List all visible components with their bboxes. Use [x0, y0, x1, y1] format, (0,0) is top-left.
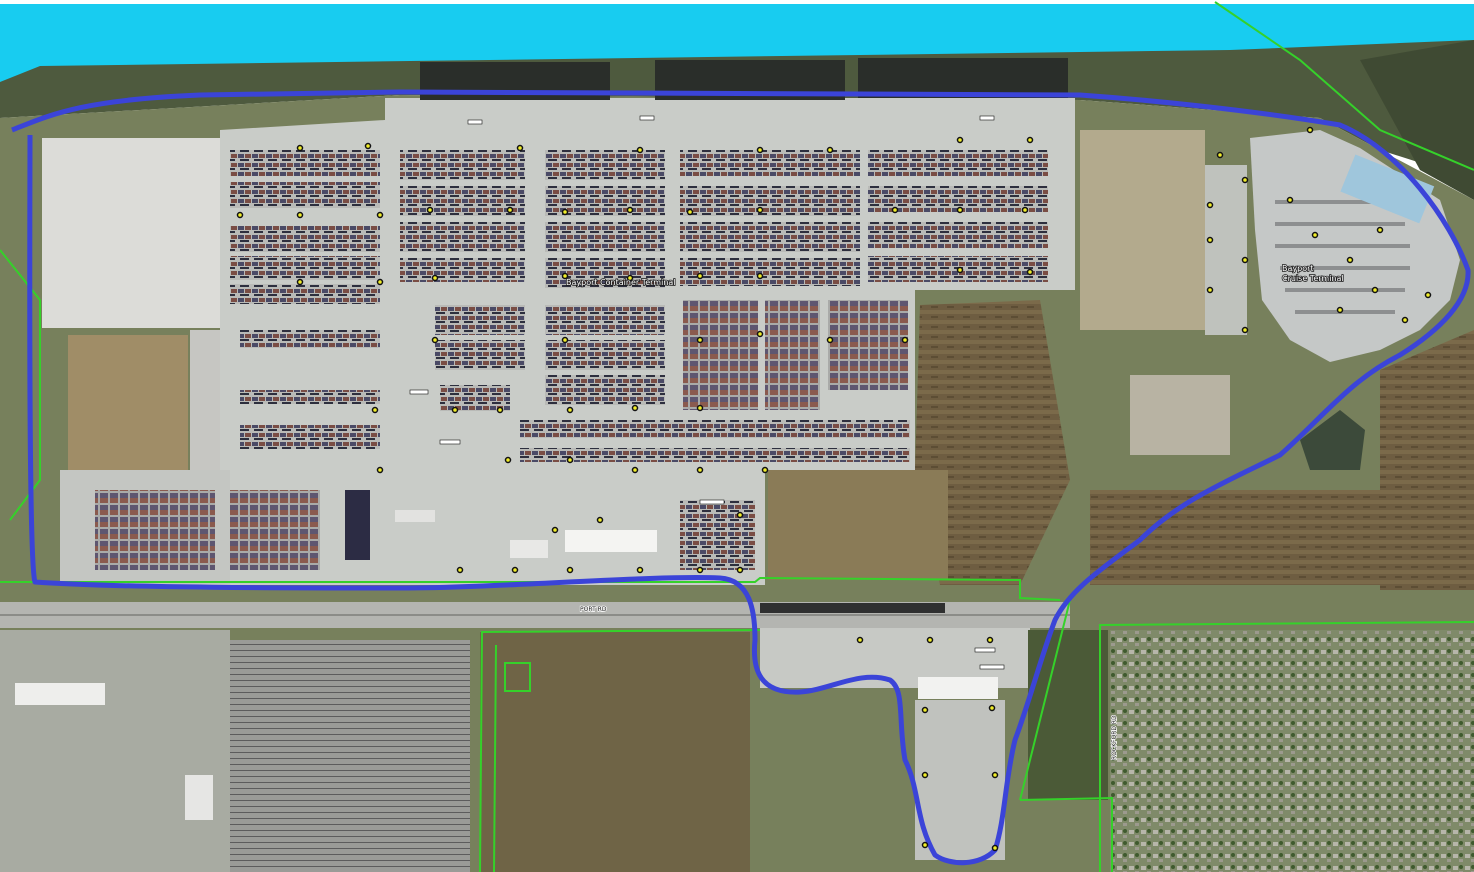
overpass-shadow [760, 603, 945, 613]
container-stacks [95, 150, 1048, 570]
marsh-south-east [1090, 490, 1390, 585]
marsh-far-east [1380, 330, 1474, 590]
west-dirt-area [68, 335, 188, 475]
industrial-building-1 [15, 683, 105, 705]
container-terminal-label: Bayport Container Terminal [566, 278, 676, 287]
white-frame [0, 0, 1474, 4]
small-map-annotations [409, 115, 1005, 670]
port-road-median [0, 614, 1070, 616]
west-gravel [190, 330, 220, 480]
asset-markers [236, 126, 1432, 852]
terminal-buildings [395, 510, 657, 558]
east-open-lot [1080, 130, 1205, 330]
rail-yard [230, 640, 470, 872]
cruise-terminal-building [1340, 154, 1435, 224]
cruise-parking-rows [1275, 200, 1410, 314]
cruise-terminal-label-line1: Bayport [1282, 264, 1314, 273]
side-road-label: ROCKFORD RD [1111, 715, 1118, 760]
south-field [480, 632, 750, 872]
cruise-staging-lot [1205, 165, 1247, 335]
residential-area [1110, 630, 1474, 872]
port-road-label: PORT RD [580, 606, 607, 613]
gate-building [918, 677, 998, 699]
marsh-east [915, 300, 1070, 585]
pond [1300, 410, 1365, 470]
bay-water-right [1360, 40, 1474, 200]
drainage-strip [1028, 630, 1108, 800]
west-paved-lot [42, 138, 220, 328]
south-west-industrial [0, 630, 230, 872]
bay-water [0, 40, 1474, 180]
industrial-building-2 [185, 775, 213, 820]
dredge-spoil-area [1130, 375, 1230, 455]
gate-lot [915, 700, 1005, 860]
cruise-terminal-label-line2: Cruise Terminal [1282, 274, 1344, 283]
marsh-central [768, 470, 948, 580]
